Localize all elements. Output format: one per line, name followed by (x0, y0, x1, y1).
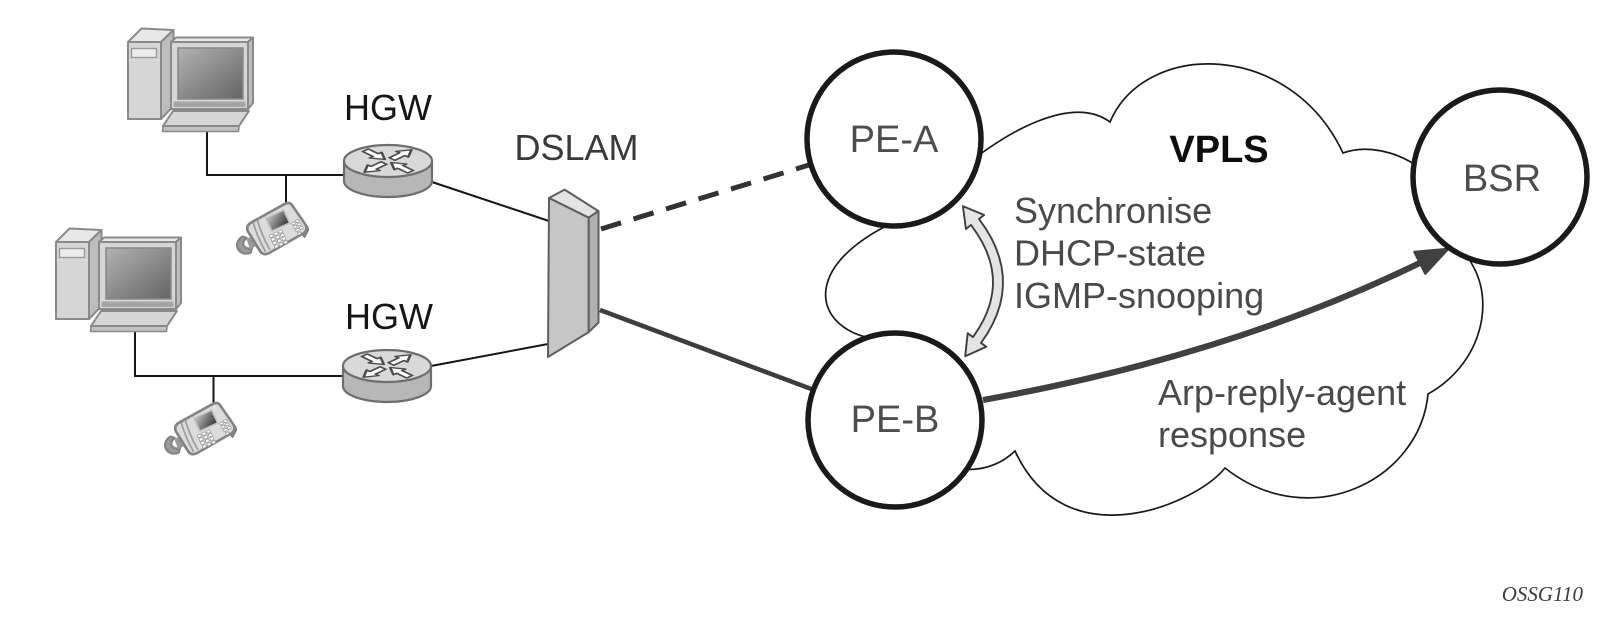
dslam-shelf-icon (547, 188, 600, 358)
pe-a-circle (804, 49, 984, 229)
dslam-label: DSLAM (514, 127, 638, 168)
vpls-label: VPLS (1169, 129, 1268, 171)
sync-annotation-line2: DHCP-state (1014, 233, 1206, 274)
wire-hgw1-dslam (431, 181, 550, 222)
arp-annotation-line1: Arp-reply-agent (1158, 372, 1406, 413)
router-icon-hgw1 (342, 143, 434, 199)
arp-reply-arrow (982, 247, 1450, 404)
desktop-computer-icon-1 (127, 27, 254, 133)
lan-wires (134, 132, 550, 410)
desktop-computer-icon-2 (55, 227, 182, 333)
pe-b-label: PE-B (851, 399, 940, 441)
arp-arrow-head (1413, 247, 1450, 275)
voip-phone-icon-1 (227, 198, 313, 266)
arp-arrow-shaft (982, 255, 1432, 404)
hgw2-label: HGW (345, 296, 433, 337)
hgw1-label: HGW (344, 87, 432, 128)
sync-annotation: Synchronise DHCP-state IGMP-snooping (1014, 190, 1264, 316)
pe-b-circle (805, 330, 985, 510)
router-icon-hgw2 (341, 348, 433, 404)
wire-computer1-hgw1 (206, 132, 345, 176)
access-network: HGW HGW DSLAM (55, 27, 639, 466)
bsr-circle (1410, 87, 1590, 267)
sync-double-arrow (961, 205, 1004, 358)
pe-a-label: PE-A (850, 119, 939, 161)
wire-computer2-hgw2 (134, 332, 346, 377)
link-dslam-peb-solid (599, 307, 815, 393)
arp-annotation-line2: response (1158, 414, 1306, 455)
node-bsr: BSR (1410, 87, 1590, 267)
bsr-label: BSR (1463, 158, 1541, 200)
figure-watermark: OSSG110 (1502, 582, 1584, 606)
voip-phone-icon-2 (155, 398, 241, 466)
sync-annotation-line3: IGMP-snooping (1014, 275, 1264, 316)
wire-hgw2-dslam (430, 343, 549, 367)
dslam-front-face (547, 197, 590, 358)
sync-annotation-line1: Synchronise (1014, 190, 1212, 231)
node-pe-b: PE-B (805, 330, 985, 510)
dslam-side-face (587, 210, 600, 334)
link-dslam-pea-dashed (600, 162, 810, 232)
node-pe-a: PE-A (804, 49, 984, 229)
arp-annotation: Arp-reply-agent response (1158, 372, 1406, 455)
